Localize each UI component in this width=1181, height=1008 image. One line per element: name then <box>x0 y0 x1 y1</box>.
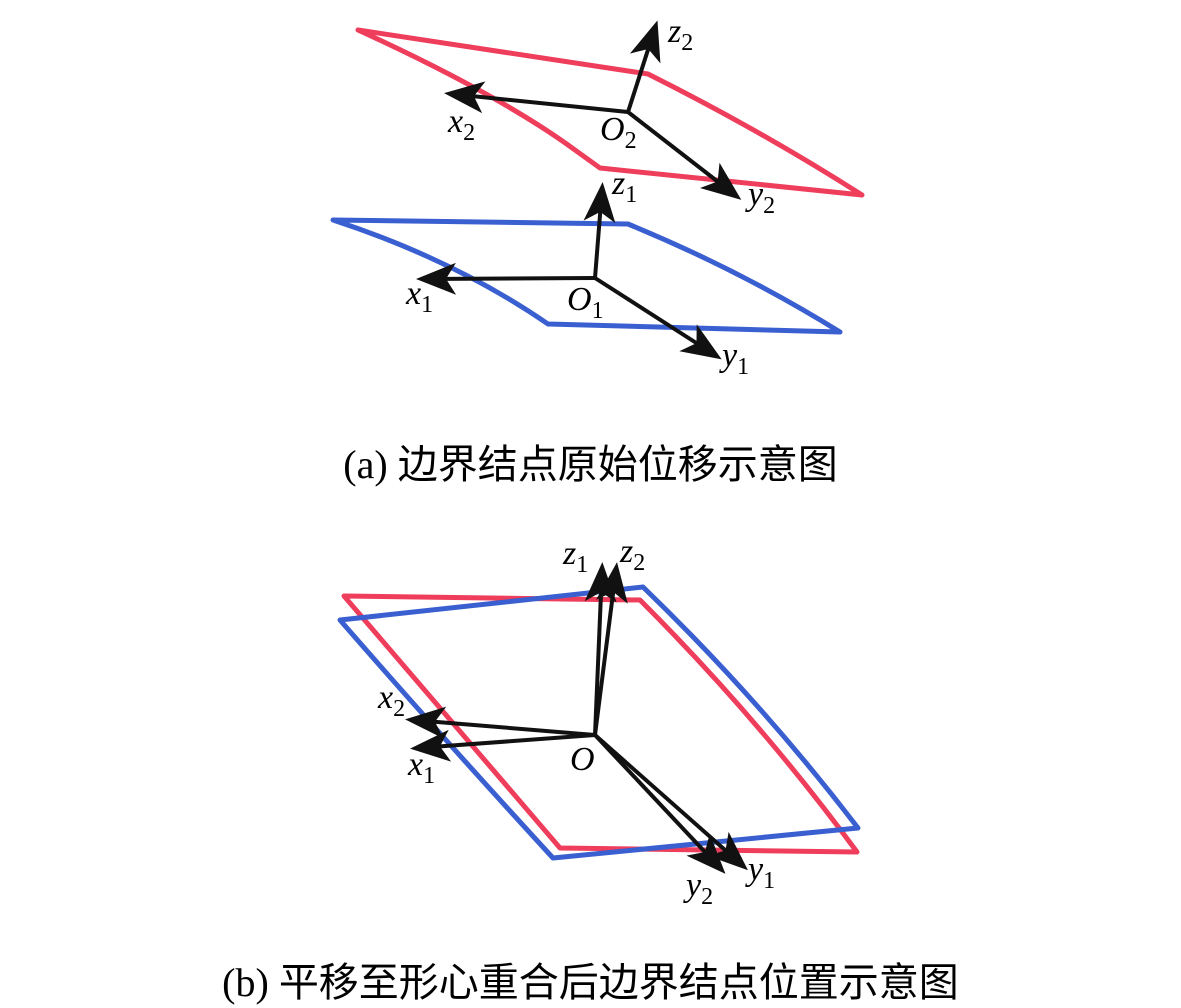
x2-label-b: x2 <box>377 679 405 722</box>
z1-axis-arrow <box>583 182 616 279</box>
plane-1-axes <box>416 182 722 360</box>
z2-axis-arrow-b <box>593 562 628 736</box>
x1-label-b: x1 <box>407 746 435 789</box>
x1-axis-arrow <box>416 262 596 295</box>
z2-axis-arrow <box>626 20 661 113</box>
caption-b: (b) 平移至形心重合后边界结点位置示意图 <box>222 960 959 1005</box>
plane-2-axes <box>444 20 742 200</box>
plane-1-outline-overlaid <box>337 584 861 861</box>
z1-label-b: z1 <box>562 535 588 578</box>
plane-1-outline <box>330 217 843 335</box>
x2-axis-arrow-b <box>405 706 596 739</box>
y1-label: y1 <box>719 337 749 380</box>
z2-label: z2 <box>667 13 693 56</box>
figure-b: z1 z2 x2 x1 O y2 y1 <box>337 533 861 910</box>
y2-label-b: y2 <box>683 867 713 910</box>
y2-label: y2 <box>745 176 775 219</box>
x2-axis-arrow <box>444 81 629 114</box>
y2-axis-arrow <box>626 110 742 200</box>
figure-a: z2 x2 O2 y2 z1 x1 O1 y1 <box>330 13 865 380</box>
origin-label-b: O <box>570 741 595 778</box>
x1-axis-arrow-b <box>410 729 596 762</box>
x1-label: x1 <box>405 275 433 318</box>
o2-label: O2 <box>600 111 637 154</box>
plane-2-outline-overlaid <box>341 593 860 855</box>
y2-axis-arrow-b <box>593 733 726 874</box>
y1-axis-arrow-b <box>593 733 748 871</box>
o1-label: O1 <box>567 281 604 324</box>
y1-label-b: y1 <box>745 851 775 894</box>
x2-label: x2 <box>447 103 475 146</box>
z1-label: z1 <box>611 165 637 208</box>
overlaid-axes <box>405 562 748 874</box>
caption-a: (a) 边界结点原始位移示意图 <box>343 442 838 487</box>
z2-label-b: z2 <box>619 533 645 576</box>
y1-axis-arrow <box>593 276 722 360</box>
